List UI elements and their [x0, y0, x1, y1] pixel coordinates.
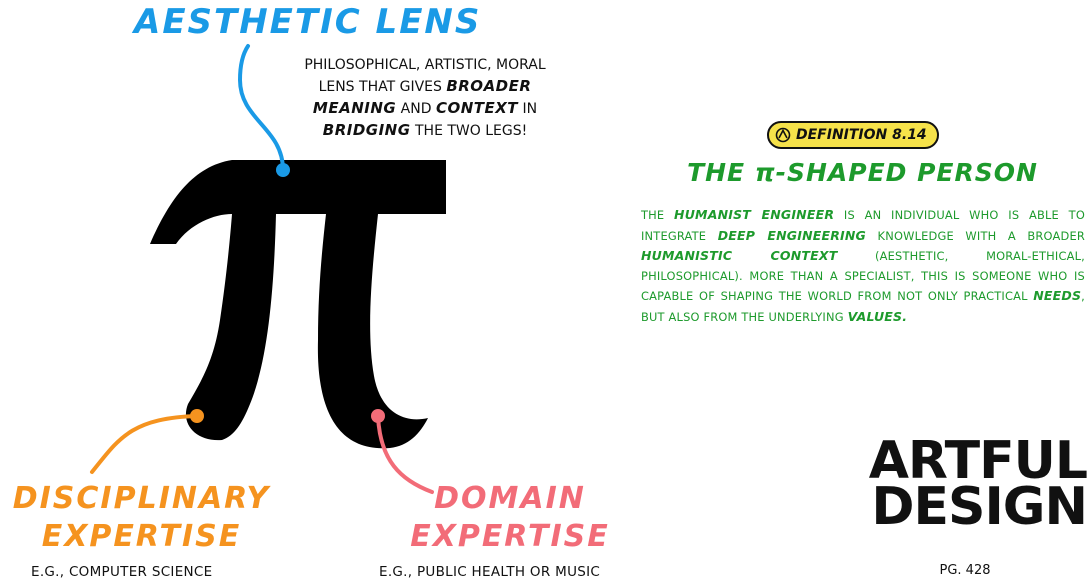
- disciplinary-expertise-label: DISCIPLINARY EXPERTISE: [12, 481, 271, 554]
- pi-symbol: [150, 160, 446, 449]
- page-number: PG. 428: [939, 563, 991, 578]
- definition-title: THE π-SHAPED PERSON: [687, 158, 1038, 187]
- domain-dot: [371, 409, 385, 423]
- aesthetic-lens-caption: PHILOSOPHICAL, ARTISTIC, MORAL LENS THAT…: [304, 57, 546, 139]
- aesthetic-connector: [237, 44, 285, 172]
- domain-connector: [376, 414, 434, 494]
- definition-body: THE HUMANIST ENGINEER IS AN INDIVIDUAL W…: [641, 207, 1085, 324]
- artful-design-logo: ARTFUL DESIGN: [868, 431, 1087, 537]
- definition-badge-label: DEFINITION 8.14: [796, 127, 927, 143]
- disciplinary-connector: [90, 414, 199, 474]
- domain-expertise-label: DOMAIN EXPERTISE: [410, 481, 610, 554]
- domain-example: E.G., PUBLIC HEALTH OR MUSIC: [379, 564, 601, 580]
- disciplinary-example: E.G., COMPUTER SCIENCE: [31, 564, 213, 580]
- definition-icon: [775, 127, 791, 143]
- definition-badge: DEFINITION 8.14: [767, 121, 939, 149]
- aesthetic-dot: [276, 163, 290, 177]
- aesthetic-lens-title: AESTHETIC LENS: [134, 2, 482, 42]
- disciplinary-dot: [190, 409, 204, 423]
